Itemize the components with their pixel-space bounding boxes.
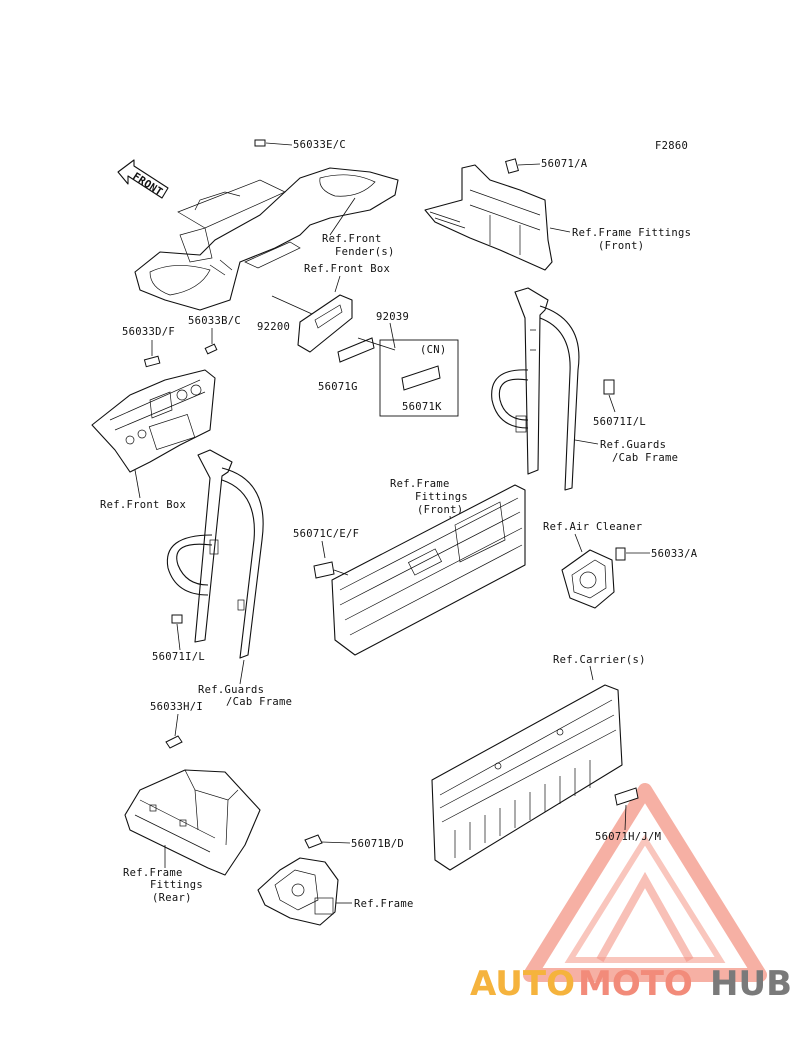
watermark-logo [523, 783, 767, 982]
cn-variant-box [379, 339, 459, 417]
label-56071g: 56071G [318, 381, 358, 393]
watermark-hub: HUB [710, 964, 792, 1004]
label-front-box-top: Ref.Front Box [304, 263, 390, 275]
label-56033a: 56033/A [651, 548, 698, 560]
decal-56071g [337, 337, 375, 363]
label-56033ec: 56033E/C [293, 139, 346, 151]
label-frame-fittings-mid-1: Ref.Frame [390, 478, 450, 490]
watermark-moto: MOTO [578, 964, 693, 1004]
frame-fittings-front-part [424, 164, 553, 271]
label-frame-fittings-rear-2: Fittings [150, 879, 203, 891]
guard-cab-frame-left-part [166, 449, 264, 659]
decal-56071i-left [171, 614, 183, 624]
label-56071bd: 56071B/D [351, 838, 404, 850]
label-guards-left-2: /Cab Frame [226, 696, 292, 708]
watermark-auto: AUTO [470, 964, 575, 1004]
decal-56033e [254, 139, 266, 147]
front-box-dash-part [91, 369, 216, 473]
decal-56033d [143, 355, 161, 368]
decal-56033h [165, 735, 183, 749]
label-guards-left-1: Ref.Guards [198, 684, 264, 696]
front-direction-arrow: FRONT [117, 159, 169, 199]
label-front-box-left: Ref.Front Box [100, 499, 186, 511]
label-56071il-left: 56071I/L [152, 651, 205, 663]
decal-56071i-right [603, 379, 615, 395]
frame-fittings-rear-part [124, 769, 261, 876]
decal-56033b [204, 343, 218, 355]
label-frame-fittings-rear-3: (Rear) [152, 892, 192, 904]
label-frame-fittings-front-2: (Front) [598, 240, 644, 252]
label-56071il-right: 56071I/L [593, 416, 646, 428]
decal-56033a [615, 547, 626, 561]
label-air-cleaner: Ref.Air Cleaner [543, 521, 642, 533]
label-56033bc: 56033B/C [188, 315, 241, 327]
carrier-part [431, 684, 623, 871]
air-cleaner-part [561, 549, 615, 609]
label-cn: (CN) [420, 344, 447, 356]
label-frame-fittings-mid-2: Fittings [415, 491, 468, 503]
label-56071hjm: 56071H/J/M [595, 831, 661, 843]
label-guards-right-1: Ref.Guards [600, 439, 666, 451]
label-ref-frame: Ref.Frame [354, 898, 414, 910]
watermark-text: AUTO MOTO HUB [470, 964, 792, 1004]
decal-56071h [614, 787, 639, 806]
label-92039: 92039 [376, 311, 409, 323]
label-front-fender-1: Ref.Front [322, 233, 382, 245]
label-carriers: Ref.Carrier(s) [553, 654, 646, 666]
label-frame-fittings-mid-3: (Front) [417, 504, 463, 516]
front-box-panel-part [297, 294, 353, 353]
label-guards-right-2: /Cab Frame [612, 452, 678, 464]
guard-cab-frame-right-part [491, 287, 580, 491]
label-56033hi: 56033H/I [150, 701, 203, 713]
decal-56071b [304, 834, 323, 849]
frame-fittings-mid-part [331, 484, 526, 656]
label-frame-fittings-rear-1: Ref.Frame [123, 867, 183, 879]
label-56033df: 56033D/F [122, 326, 175, 338]
label-frame-fittings-front-1: Ref.Frame Fittings [572, 227, 691, 239]
label-56071k: 56071K [402, 401, 442, 413]
label-front-fender-2: Fender(s) [335, 246, 395, 258]
front-fender-part [134, 167, 399, 311]
label-92200: 92200 [257, 321, 290, 333]
label-56071cef: 56071C/E/F [293, 528, 359, 540]
decal-56071c [313, 561, 335, 579]
decal-56071k [401, 365, 441, 391]
figure-code: F2860 [655, 140, 688, 152]
label-56071a: 56071/A [541, 158, 588, 170]
decal-56071a [505, 158, 519, 174]
frame-part [257, 857, 339, 926]
